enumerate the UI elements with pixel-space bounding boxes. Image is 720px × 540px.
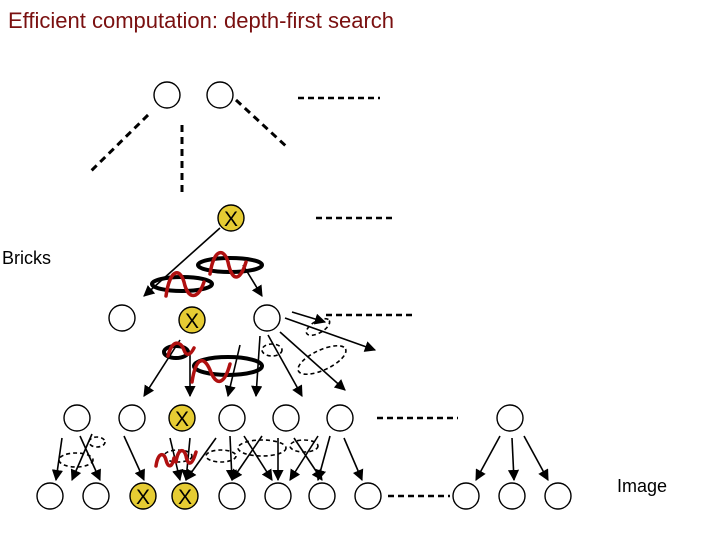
active-node-4: X (129, 482, 157, 510)
brick-waves (154, 251, 248, 468)
active-node-3-marker: X (175, 408, 189, 431)
continuation-dashes (298, 96, 458, 498)
bricks-label: Bricks (2, 248, 51, 268)
active-node-2-marker: X (185, 310, 199, 333)
slide-title: Efficient computation: depth-first searc… (8, 8, 395, 33)
active-node-5-marker: X (178, 486, 192, 509)
active-node-3: X (168, 404, 196, 432)
active-node-1: X (217, 204, 245, 232)
active-node-2: X (178, 306, 206, 334)
top-dashed-links (88, 98, 290, 195)
edge-arrows (51, 227, 549, 482)
image-label: Image (617, 476, 668, 496)
active-node-5: X (171, 482, 199, 510)
tree-nodes (36, 81, 572, 510)
candidate-ellipses (58, 317, 347, 468)
active-node-4-marker: X (136, 486, 150, 509)
active-node-1-marker: X (224, 208, 238, 231)
